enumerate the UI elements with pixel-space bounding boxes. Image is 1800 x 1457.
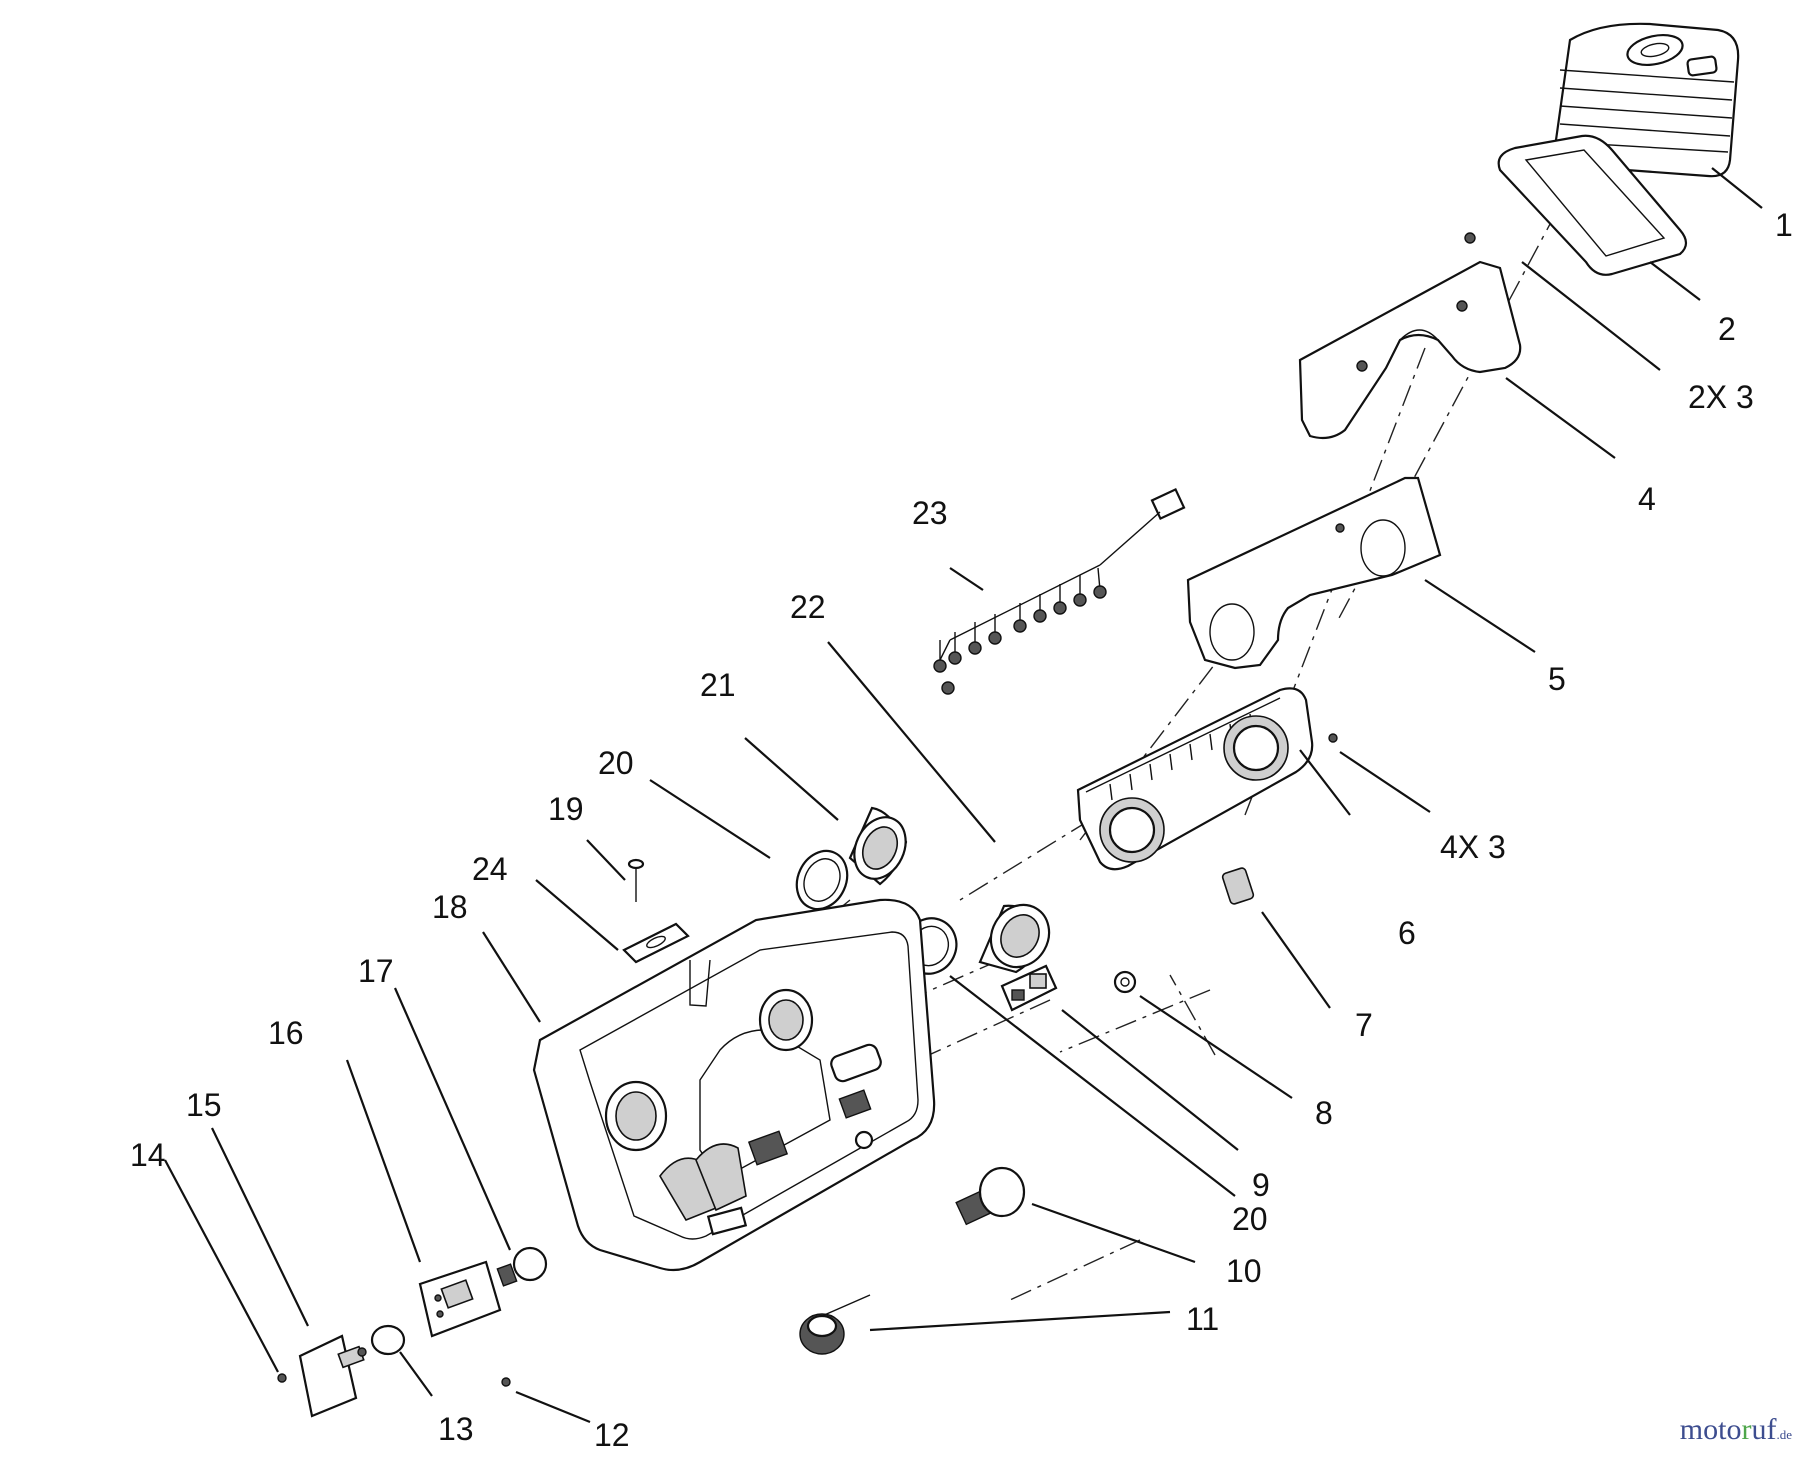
part-17-bulb (496, 1246, 548, 1287)
label-4: 4 (1638, 481, 1656, 517)
part-20-ring-upper (795, 849, 849, 911)
label-22: 22 (790, 589, 826, 625)
label-11: 11 (1186, 1301, 1219, 1337)
part-10-knob (955, 1166, 1026, 1226)
part-11-knob (799, 1294, 871, 1355)
label-1: 1 (1775, 207, 1793, 243)
label-4x3: 4X 3 (1440, 829, 1506, 865)
part-5-plate (1186, 476, 1442, 670)
part-14-screw (277, 1373, 287, 1383)
label-2x3: 2X 3 (1688, 379, 1754, 415)
part-6-gauge-bezel (1076, 687, 1314, 871)
label-18: 18 (432, 889, 468, 925)
label-12: 12 (594, 1417, 630, 1453)
part-12-screw (501, 1377, 511, 1387)
part-21-gauge (848, 806, 908, 886)
label-20-lower: 20 (1232, 1201, 1268, 1237)
label-15: 15 (186, 1087, 222, 1123)
label-13: 13 (438, 1411, 474, 1447)
label-6: 6 (1398, 915, 1416, 951)
part-9-switch (1000, 964, 1058, 1012)
part-8-nut (1113, 970, 1137, 994)
part-24-bracket (622, 922, 690, 964)
label-21: 21 (700, 667, 736, 703)
label-23: 23 (912, 495, 948, 531)
part-13-cap (370, 1324, 406, 1356)
part-7-block (1221, 867, 1255, 905)
part-2-gasket-frame (1497, 134, 1688, 276)
part-15-switch (298, 1334, 367, 1418)
part-22-gauge (978, 903, 1051, 974)
label-7: 7 (1355, 1007, 1373, 1043)
part-23-wiring-harness (933, 487, 1186, 695)
part-3-screw (1328, 733, 1338, 743)
label-16: 16 (268, 1015, 304, 1051)
part-18-dash-housing (532, 898, 936, 1272)
part-16-switch-block (418, 1260, 502, 1338)
label-24: 24 (472, 851, 508, 887)
part-labels: 1 2 2X 3 4 5 23 22 21 20 19 24 18 17 16 … (130, 207, 1793, 1453)
label-8: 8 (1315, 1095, 1333, 1131)
label-14: 14 (130, 1137, 166, 1173)
label-2: 2 (1718, 311, 1736, 347)
part-1-top-cover (1554, 22, 1740, 178)
leader-lines (164, 167, 1763, 1424)
label-17: 17 (358, 953, 394, 989)
part-4-upper-panel (1298, 232, 1522, 440)
part-19-screw (627, 858, 645, 902)
label-9: 9 (1252, 1167, 1270, 1203)
label-20-upper: 20 (598, 745, 634, 781)
label-5: 5 (1548, 661, 1566, 697)
label-19: 19 (548, 791, 584, 827)
label-10: 10 (1226, 1253, 1262, 1289)
watermark-logo: motoruf.de (1679, 1413, 1792, 1446)
